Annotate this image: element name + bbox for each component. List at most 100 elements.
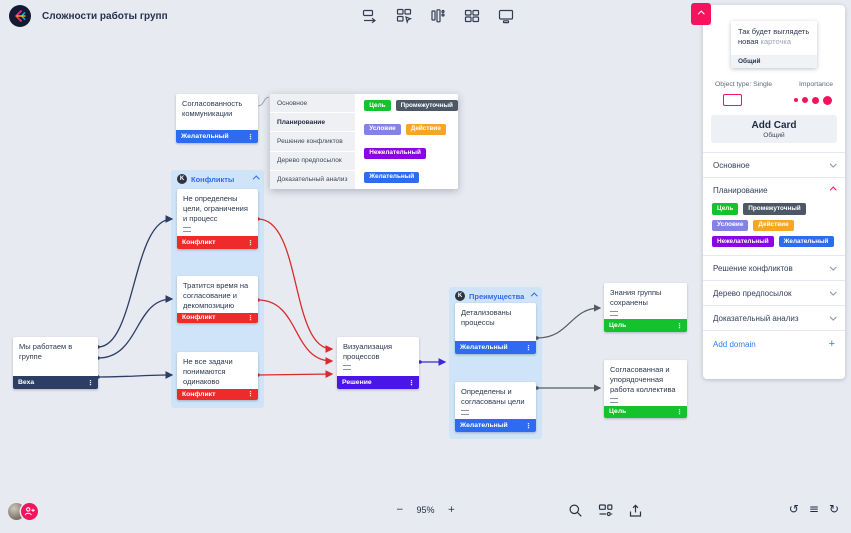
plus-icon: + bbox=[828, 338, 835, 351]
card-menu-icon[interactable]: ⋮ bbox=[87, 378, 94, 387]
domain-conflict-resolution-header[interactable]: Решение конфликтов bbox=[703, 256, 845, 280]
card-preview-wrap: Так будет выглядеть новая карточка Общий bbox=[703, 5, 845, 76]
card-title: Детализованы процессы bbox=[461, 308, 512, 327]
app-logo-icon[interactable] bbox=[9, 5, 31, 27]
popup-row-premise-tree[interactable]: Дерево предпосылок bbox=[270, 151, 356, 170]
card-label-desirable[interactable]: Желательный ⋮ bbox=[455, 341, 536, 354]
card-label-text: Желательный bbox=[181, 133, 229, 140]
card-menu-icon[interactable]: ⋮ bbox=[247, 390, 254, 399]
card-filter-icon[interactable] bbox=[598, 503, 613, 518]
card-menu-icon[interactable]: ⋮ bbox=[676, 321, 683, 330]
tag-undesirable[interactable]: Нежелательный bbox=[712, 236, 774, 248]
object-type-selector[interactable] bbox=[723, 94, 742, 107]
board-view-icon[interactable] bbox=[396, 8, 413, 24]
tag-desirable[interactable]: Желательный bbox=[364, 171, 420, 183]
zoom-out-button[interactable]: − bbox=[396, 505, 404, 515]
board-title[interactable]: Сложности работы групп bbox=[42, 10, 168, 22]
tag-desirable[interactable]: Желательный bbox=[778, 236, 834, 248]
card-menu-icon[interactable]: ⋮ bbox=[247, 132, 254, 141]
card-milestone[interactable]: Мы работаем в группе Веха ⋮ bbox=[13, 337, 98, 389]
domain-evidence-analysis-header[interactable]: Доказательный анализ bbox=[703, 306, 845, 330]
card-label-milestone[interactable]: Веха ⋮ bbox=[13, 376, 98, 389]
user-avatar[interactable] bbox=[8, 503, 25, 520]
card-conflict2[interactable]: Тратится время на согласование и декомпо… bbox=[177, 276, 258, 323]
zoom-level: 95% bbox=[416, 505, 435, 515]
chevron-up-icon[interactable] bbox=[530, 292, 537, 300]
card-label-conflict[interactable]: Конфликт ⋮ bbox=[177, 388, 258, 400]
popup-row-conflict-resolution[interactable]: Решение конфликтов bbox=[270, 132, 356, 151]
card-label-conflict[interactable]: Конфликт ⋮ bbox=[177, 236, 258, 249]
card-title: Не определены цели, ограничения и процес… bbox=[183, 194, 248, 223]
importance-dot-4[interactable] bbox=[823, 95, 832, 105]
chevron-up-icon[interactable] bbox=[252, 175, 259, 183]
flow-view-icon[interactable] bbox=[362, 8, 378, 24]
tag-action[interactable]: Действие bbox=[405, 123, 446, 136]
tag-condition[interactable]: Условие bbox=[364, 123, 401, 136]
description-icon bbox=[343, 364, 351, 370]
search-icon[interactable] bbox=[568, 503, 583, 518]
invite-user-button[interactable] bbox=[21, 503, 38, 520]
chevron-down-icon bbox=[829, 313, 836, 321]
card-label-desirable[interactable]: Желательный ⋮ bbox=[455, 419, 536, 432]
grid-view-icon[interactable] bbox=[464, 8, 480, 24]
domain-main-header[interactable]: Основное bbox=[703, 153, 845, 177]
card-menu-icon[interactable]: ⋮ bbox=[247, 238, 254, 247]
card-label-desirable[interactable]: Желательный ⋮ bbox=[176, 130, 258, 143]
app-header: Сложности работы групп bbox=[0, 0, 851, 32]
tag-intermediate[interactable]: Промежуточный bbox=[395, 100, 458, 112]
importance-dot-2[interactable] bbox=[802, 97, 808, 104]
tag-goal[interactable]: Цель bbox=[712, 203, 739, 215]
card-label-goal[interactable]: Цель ⋮ bbox=[604, 319, 687, 332]
card-benefit2[interactable]: Определены и согласованы цели Желательны… bbox=[455, 382, 536, 432]
card-menu-icon[interactable]: ⋮ bbox=[525, 343, 532, 352]
card-solution[interactable]: Визуализация процессов Решение ⋮ bbox=[337, 337, 419, 389]
card-goal2[interactable]: Согласованная и упорядоченная работа кол… bbox=[604, 360, 687, 418]
card-preview-type: Общий bbox=[731, 55, 817, 69]
card-label-goal[interactable]: Цель ⋮ bbox=[604, 405, 687, 418]
card-conflict1[interactable]: Не определены цели, ограничения и процес… bbox=[177, 189, 258, 249]
domain-premise-tree-header[interactable]: Дерево предпосылок bbox=[703, 281, 845, 305]
domain-planning-header[interactable]: Планирование bbox=[703, 178, 845, 202]
card-goal1[interactable]: Знания группы сохранены Цель ⋮ bbox=[604, 283, 687, 332]
undo-icon[interactable]: ↺ bbox=[788, 502, 799, 516]
menu-icon[interactable]: ≡ bbox=[808, 502, 819, 516]
group-conflicts-header[interactable]: K Конфликты bbox=[171, 170, 264, 188]
chevron-down-icon bbox=[829, 160, 836, 168]
export-icon[interactable] bbox=[628, 503, 643, 518]
zoom-in-button[interactable]: + bbox=[447, 505, 456, 515]
zoom-controls: − 95% + bbox=[396, 505, 455, 515]
add-card-button[interactable]: Add Card Общий bbox=[711, 115, 837, 144]
history-toolbar: ↺ ≡ ↻ bbox=[789, 502, 839, 518]
collapse-panel-button[interactable] bbox=[691, 3, 711, 25]
card-menu-icon[interactable]: ⋮ bbox=[676, 407, 683, 416]
presentation-view-icon[interactable] bbox=[498, 8, 514, 24]
card-benefit1[interactable]: Детализованы процессы Желательный ⋮ bbox=[455, 303, 536, 354]
group-benefits-header[interactable]: K Преимущества bbox=[449, 287, 542, 305]
panel-meta-row: Object type: Single Importance bbox=[703, 76, 845, 88]
card-label-solution[interactable]: Решение ⋮ bbox=[337, 376, 419, 389]
timeline-view-icon[interactable] bbox=[430, 8, 446, 24]
popup-row-main[interactable]: Основное bbox=[270, 94, 356, 113]
importance-dot-1[interactable] bbox=[794, 98, 798, 103]
tag-intermediate[interactable]: Промежуточный bbox=[743, 203, 806, 215]
domain-planning-tags: Цель Промежуточный Условие Действие Неже… bbox=[703, 202, 845, 255]
redo-icon[interactable]: ↻ bbox=[828, 502, 839, 516]
card-label-conflict[interactable]: Конфликт ⋮ bbox=[177, 312, 258, 323]
card-menu-icon[interactable]: ⋮ bbox=[408, 378, 415, 387]
card-title: Мы работаем в группе bbox=[19, 342, 73, 361]
popup-row-evidence-analysis[interactable]: Доказательный анализ bbox=[270, 170, 356, 190]
view-mode-toolbar bbox=[362, 8, 514, 24]
importance-dot-3[interactable] bbox=[812, 96, 819, 104]
tag-undesirable[interactable]: Нежелательный bbox=[364, 147, 426, 160]
card-menu-icon[interactable]: ⋮ bbox=[247, 313, 254, 322]
card-title: Согласованная и упорядоченная работа кол… bbox=[610, 365, 676, 394]
tag-condition[interactable]: Условие bbox=[712, 219, 749, 232]
popup-row-planning[interactable]: Планирование bbox=[270, 113, 356, 132]
add-domain-button[interactable]: Add domain + bbox=[703, 330, 845, 358]
tag-goal[interactable]: Цель bbox=[364, 100, 391, 112]
card-menu-icon[interactable]: ⋮ bbox=[525, 421, 532, 430]
card-communication[interactable]: Согласованность коммуникации Желательный… bbox=[176, 94, 258, 143]
tag-action[interactable]: Действие bbox=[753, 219, 794, 232]
card-conflict3[interactable]: Не все задачи понимаются одинаково Конфл… bbox=[177, 352, 258, 400]
